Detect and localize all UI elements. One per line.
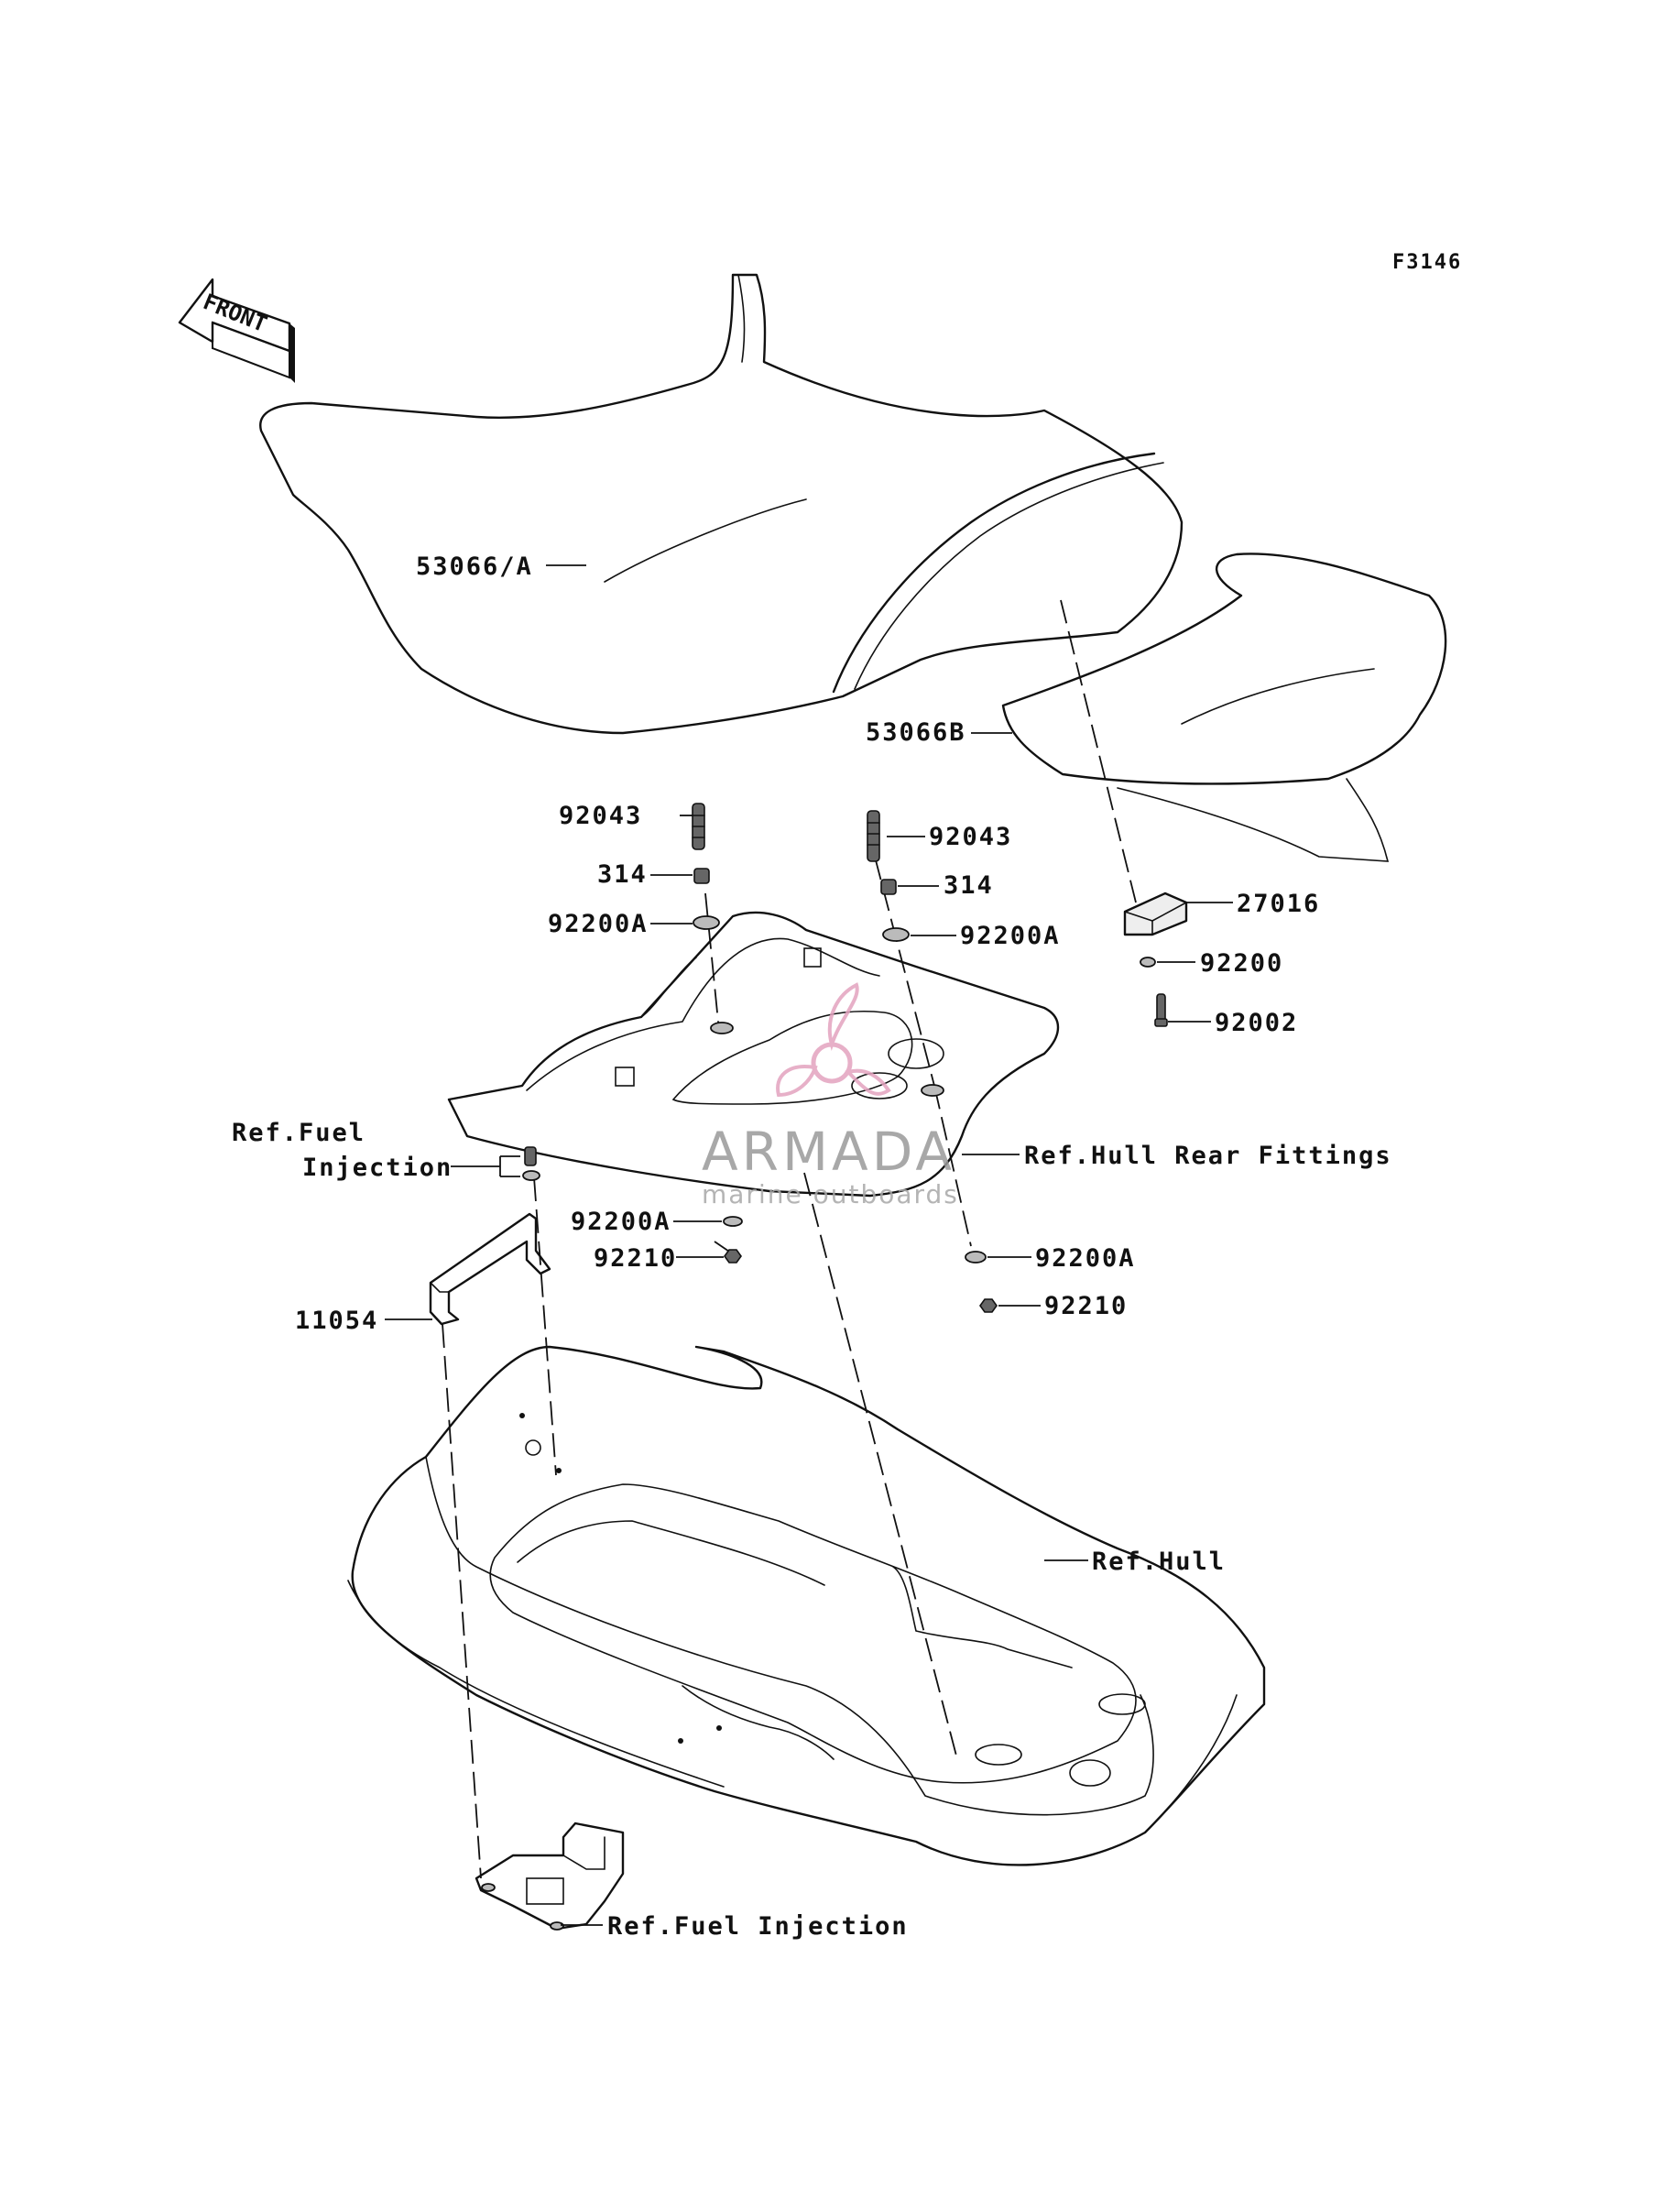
- label-bolt-92002: 92002: [1215, 1009, 1298, 1037]
- label-washer-right-top: 92200A: [960, 922, 1061, 950]
- label-washer-92200: 92200: [1200, 949, 1283, 978]
- label-bracket-27016: 27016: [1237, 890, 1320, 918]
- washer-92200: [1140, 957, 1156, 968]
- label-ref-hull: Ref.Hull: [1092, 1548, 1226, 1576]
- front-arrow-icon: FRONT: [178, 278, 295, 383]
- rear-fittings-tray: [447, 911, 1060, 1198]
- nut-314-left: [693, 868, 710, 884]
- label-nut-314-right: 314: [944, 871, 994, 900]
- watermark-tagline: marine outboards: [702, 1179, 959, 1209]
- label-stud-right: 92043: [929, 823, 1012, 851]
- label-nut-left-bottom: 92210: [594, 1244, 677, 1273]
- stud-left: [692, 803, 705, 850]
- fuel-injection-bolt: [522, 1146, 540, 1181]
- label-ref-hull-rear-fittings: Ref.Hull Rear Fittings: [1024, 1142, 1392, 1170]
- washer-left-bottom: [723, 1216, 743, 1227]
- label-seat-rear: 53066B: [866, 718, 966, 747]
- label-nut-right-bottom: 92210: [1044, 1292, 1128, 1320]
- label-ref-fuel-injection-1-line1: Ref.Fuel: [232, 1119, 365, 1147]
- label-seat-front: 53066/A: [416, 552, 533, 581]
- label-washer-right-bottom: 92200A: [1035, 1244, 1136, 1273]
- fuel-injection-bracket: [475, 1822, 625, 1931]
- label-bracket-11054: 11054: [295, 1307, 378, 1335]
- seat-rear: [1001, 552, 1447, 862]
- bolt-92002: [1154, 993, 1168, 1027]
- label-washer-left-top: 92200A: [548, 910, 649, 938]
- label-ref-fuel-injection-2: Ref.Fuel Injection: [607, 1912, 909, 1941]
- label-washer-left-bottom: 92200A: [571, 1208, 671, 1236]
- nut-right-bottom: [979, 1298, 998, 1313]
- stud-right: [867, 810, 880, 862]
- washer-right-top: [882, 927, 910, 942]
- nut-314-right: [880, 879, 897, 895]
- nut-left-bottom: [724, 1249, 742, 1264]
- label-nut-314-left: 314: [597, 860, 648, 889]
- watermark-logo: ARMADA marine outboards: [702, 982, 959, 1209]
- propeller-icon: [776, 982, 891, 1098]
- bracket-11054: [429, 1212, 551, 1326]
- hull: [347, 1345, 1266, 1866]
- bracket-27016: [1123, 892, 1188, 936]
- washer-left-top: [693, 915, 720, 930]
- diagram-code: F3146: [1392, 251, 1462, 274]
- watermark-brand: ARMADA: [702, 1121, 955, 1183]
- label-stud-left: 92043: [559, 802, 642, 830]
- washer-right-bottom: [965, 1251, 987, 1264]
- seat-front: [259, 273, 1184, 735]
- label-ref-fuel-injection-1-line2: Injection: [302, 1154, 453, 1182]
